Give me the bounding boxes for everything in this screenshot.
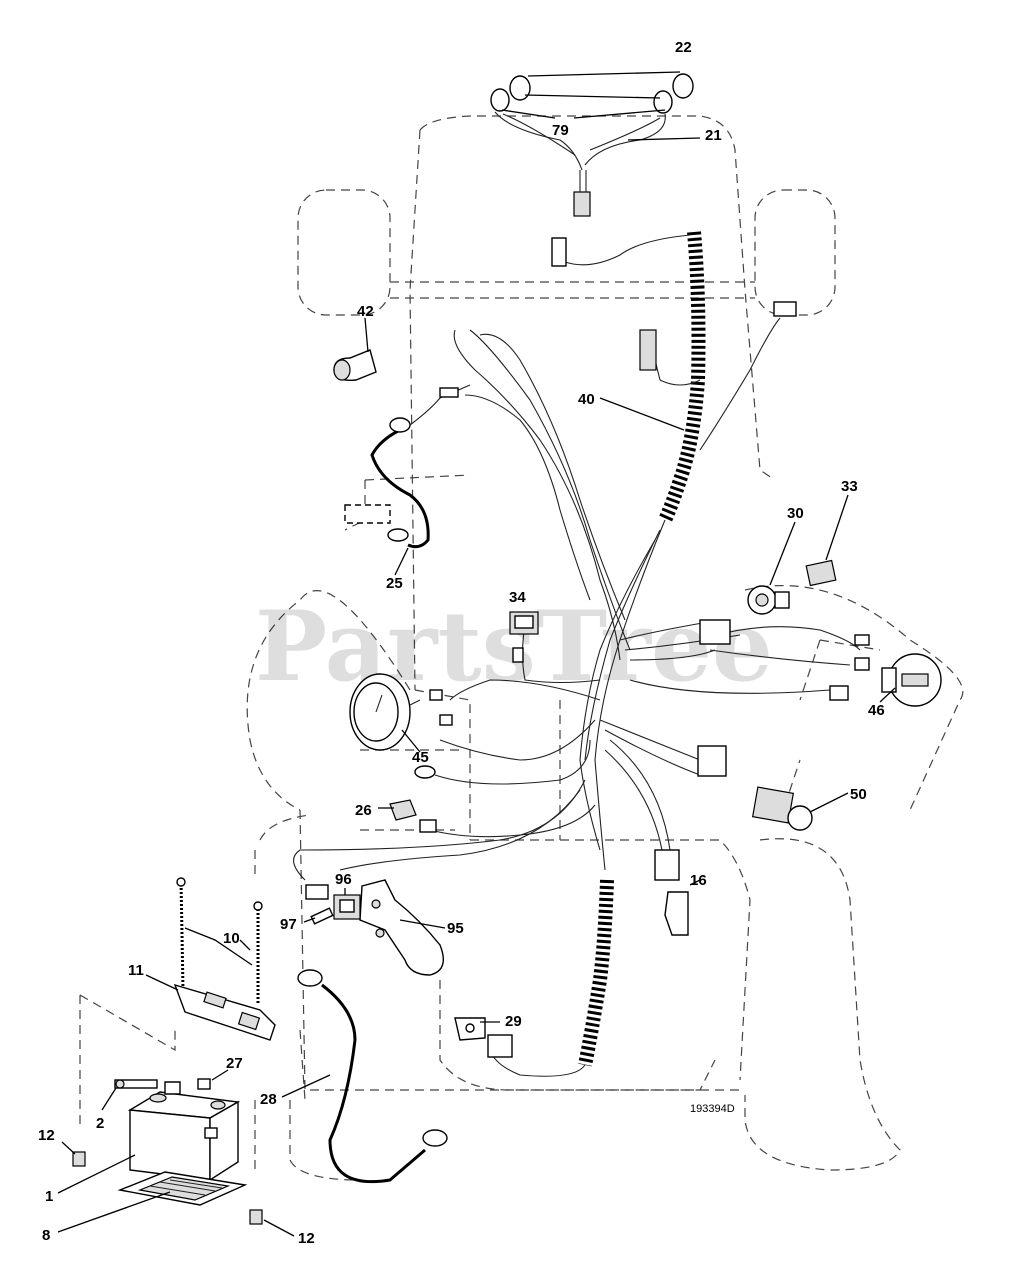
connector-bullet [439,387,459,398]
callout-34: 34 [509,589,526,606]
hold-down-bracket-11 [173,983,276,1041]
harness-conduit-40 [551,231,797,523]
wire-bundle [293,329,861,881]
leader-21 [627,137,701,141]
battery-1 [127,1091,241,1182]
terminal-bolt-2 [114,1079,158,1089]
leader-2 [101,1087,117,1111]
battery-tray-8 [117,1171,248,1206]
callout-79: 79 [552,122,569,139]
connector-46 [829,685,849,701]
rod-10 [176,877,263,1005]
leader-12b [263,1219,295,1237]
callout-22: 22 [675,39,692,56]
callout-96: 96 [335,871,352,888]
ring-terminal-28b [422,1129,448,1147]
callout-21: 21 [705,127,722,144]
leader-30 [769,521,796,586]
leader-79a [501,109,556,119]
callout-42: 42 [357,303,374,320]
leader-22a [527,71,681,77]
clip-nut-12b [249,1209,263,1225]
callout-46: 46 [868,702,885,719]
headlight-assembly [490,73,694,217]
leader-33 [825,494,849,561]
relay-33 [805,559,837,587]
ring-terminal-25 [389,417,411,433]
harness-conduit-lower [578,879,614,1067]
connector-plug-a [697,745,727,777]
leader-25 [394,547,409,576]
callout-12b: 12 [298,1230,315,1247]
leader-79b [573,109,666,119]
clip-42 [333,349,377,381]
clip-26 [389,799,437,833]
callout-29: 29 [505,1013,522,1030]
terminal-45a [429,689,443,701]
leader-50 [809,792,849,813]
callout-40: 40 [578,391,595,408]
leader-16 [689,879,701,886]
ground-cable-25 [370,428,430,549]
callout-33: 33 [841,478,858,495]
connector-29 [487,1034,513,1058]
ring-terminal-25b [387,528,409,542]
callout-45: 45 [412,749,429,766]
key-switch-30 [747,585,790,615]
ring-terminal-45 [414,765,436,779]
leader-11 [145,974,179,991]
leader-8 [57,1191,171,1233]
terminal-bolt-27 [164,1078,211,1095]
drawing-number: 193394D [690,1103,735,1115]
leader-28 [281,1074,331,1098]
clip-nut-12a [72,1151,86,1167]
leader-10 [184,927,253,966]
leader-45 [401,729,421,753]
callout-12a: 12 [38,1127,55,1144]
callout-97: 97 [280,916,297,933]
callout-95: 95 [447,920,464,937]
leader-22b [524,94,661,99]
switch-34 [509,611,539,663]
callout-28: 28 [260,1091,277,1108]
ring-terminal-28a [297,969,323,987]
connector-46c [854,634,870,646]
callout-30: 30 [787,505,804,522]
callout-2: 2 [96,1115,104,1132]
leader-40 [599,397,685,431]
callout-11: 11 [128,962,144,979]
callout-27: 27 [226,1055,243,1072]
callout-26: 26 [355,802,372,819]
callout-16: 16 [690,872,707,889]
bracket-16 [664,891,689,936]
callout-50: 50 [850,786,867,803]
leader-46 [879,687,896,703]
leader-95 [399,919,446,929]
callout-25: 25 [386,575,403,592]
leader-42 [364,317,369,353]
fuse-97 [310,907,334,925]
dashed-bracket [344,504,391,524]
battery-cable-28 [321,983,426,1184]
leader-27 [211,1069,229,1081]
solenoid-96 [333,894,361,920]
bracket-95 [359,879,444,976]
connector-plug-b [654,849,680,881]
connector-block [699,619,731,645]
leader-12a [61,1141,76,1155]
callout-10: 10 [223,930,240,947]
callout-8: 8 [42,1227,50,1244]
callout-1: 1 [45,1188,53,1205]
leader-97 [303,917,316,923]
watermark: PartsTree [255,590,773,703]
hour-meter-46 [881,653,942,707]
terminal-45b [439,714,453,726]
ammeter-45 [349,673,421,751]
connector-96 [305,884,329,900]
connector-46b [854,657,870,671]
pto-switch-50 [751,786,813,831]
clip-29 [454,1017,486,1041]
leader-1 [57,1154,136,1194]
